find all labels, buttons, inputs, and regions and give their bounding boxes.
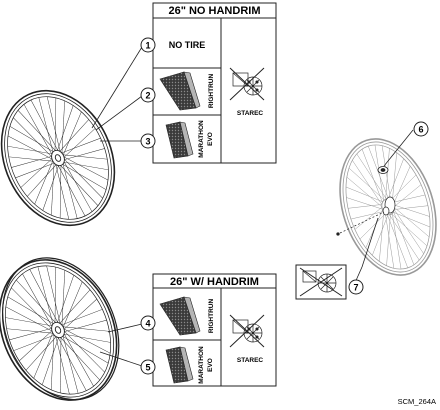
bottom-option-table: 26" W/ HANDRIM RIGHTRUN MARATHON EVO STA… (152, 273, 277, 387)
callout-3: 3 (140, 133, 156, 149)
starec-option-box (295, 264, 347, 300)
callout-6: 6 (413, 121, 429, 137)
no-tire-label: NO TIRE (169, 40, 206, 50)
rightrun-tire-icon-bottom (159, 296, 201, 336)
svg-text:4: 4 (145, 318, 150, 328)
evo-label-bottom: EVO (207, 358, 214, 372)
svg-text:5: 5 (145, 362, 150, 372)
rightrun-label-bottom: RIGHTRUN (208, 299, 215, 334)
rightrun-tire-icon (159, 71, 201, 111)
wheel-with-handrim (0, 257, 120, 401)
top-option-table: 26" NO HANDRIM NO TIRE RIGHTRUN MARATHON… (152, 2, 277, 164)
marathon-label-bottom: MARATHON (198, 346, 205, 384)
hub-assembly-icon (336, 196, 396, 236)
starec-label-top: STAREC (237, 110, 264, 117)
svg-text:6: 6 (418, 124, 423, 134)
svg-text:1: 1 (145, 40, 150, 50)
leader-lines (91, 46, 414, 367)
evo-label: EVO (207, 132, 214, 146)
wheel-no-handrim (0, 89, 116, 227)
starec-label-bottom: STAREC (237, 357, 264, 364)
starec-crossed-out-icon (229, 67, 265, 101)
starec-crossed-out-icon-bottom (229, 314, 265, 348)
svg-text:3: 3 (145, 136, 150, 146)
top-table-title: 26" NO HANDRIM (168, 5, 260, 17)
callout-2: 2 (140, 87, 156, 103)
axle-nut-icon (377, 166, 389, 174)
marathon-evo-tire-icon (165, 121, 194, 159)
rightrun-label: RIGHTRUN (208, 74, 215, 109)
callout-5: 5 (140, 359, 156, 375)
marathon-label: MARATHON (198, 120, 205, 158)
callout-4: 4 (140, 315, 156, 331)
svg-text:7: 7 (353, 282, 358, 292)
bottom-table-title: 26" W/ HANDRIM (170, 276, 259, 288)
callout-7: 7 (348, 279, 364, 295)
callout-1: 1 (140, 37, 156, 53)
marathon-evo-tire-icon-bottom (165, 346, 194, 384)
wheel-exploded-view (339, 138, 437, 276)
svg-text:2: 2 (145, 90, 150, 100)
figure-code: SCM_264A (398, 397, 436, 406)
